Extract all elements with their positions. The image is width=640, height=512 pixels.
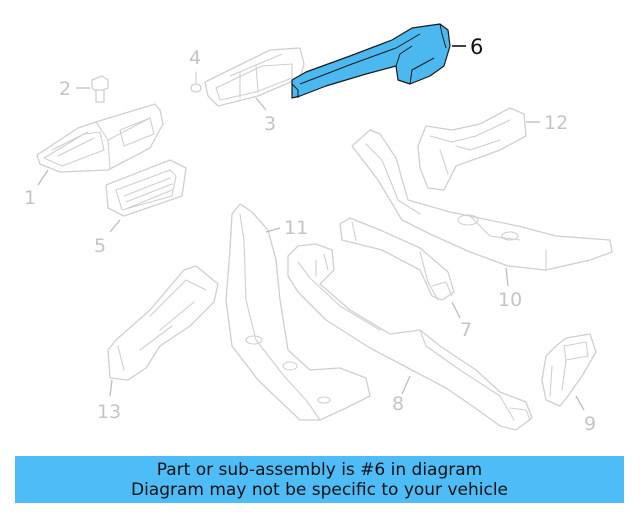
part-8-duct — [287, 243, 533, 431]
callout-1: 1 — [24, 187, 36, 209]
part-2-bolt — [91, 75, 109, 103]
callout-12: 12 — [544, 112, 568, 134]
part-11-duct — [225, 203, 371, 421]
callout-4: 4 — [189, 47, 201, 69]
part-12-duct — [417, 107, 527, 191]
callout-6: 6 — [470, 35, 483, 59]
part-5-register — [105, 159, 187, 217]
part-9-bracket — [541, 333, 597, 407]
info-banner: Part or sub-assembly is #6 in diagram Di… — [15, 456, 624, 503]
callout-9: 9 — [584, 413, 596, 435]
callout-3: 3 — [264, 113, 276, 135]
callout-7: 7 — [460, 319, 472, 341]
part-13-duct — [107, 265, 219, 381]
leader-line-7 — [451, 301, 461, 319]
leader-line-8 — [401, 375, 411, 395]
part-3-duct — [204, 47, 305, 107]
callout-11: 11 — [284, 217, 308, 239]
leader-line-13 — [109, 379, 113, 397]
leader-line-11 — [265, 227, 281, 233]
parts-diagram: 1 2 3 4 5 6 10 — [24, 23, 613, 435]
banner-line-part-number: Part or sub-assembly is #6 in diagram — [156, 459, 483, 480]
part-6-highlighted-duct — [291, 23, 451, 99]
leader-line-9 — [575, 395, 585, 411]
leader-line-3 — [255, 97, 267, 111]
callout-13: 13 — [97, 401, 121, 423]
part-10-duct — [351, 129, 613, 271]
leader-line-1 — [37, 169, 49, 186]
callout-5: 5 — [94, 235, 106, 257]
part-1-duct — [36, 103, 164, 173]
part-4-clip — [190, 71, 202, 93]
callout-8: 8 — [392, 393, 404, 415]
part-7-duct — [339, 217, 455, 301]
leader-line-10 — [505, 267, 509, 287]
callout-2: 2 — [59, 78, 71, 100]
callout-10: 10 — [498, 289, 522, 311]
leader-line-5 — [109, 219, 121, 233]
banner-line-disclaimer: Diagram may not be specific to your vehi… — [130, 479, 508, 500]
